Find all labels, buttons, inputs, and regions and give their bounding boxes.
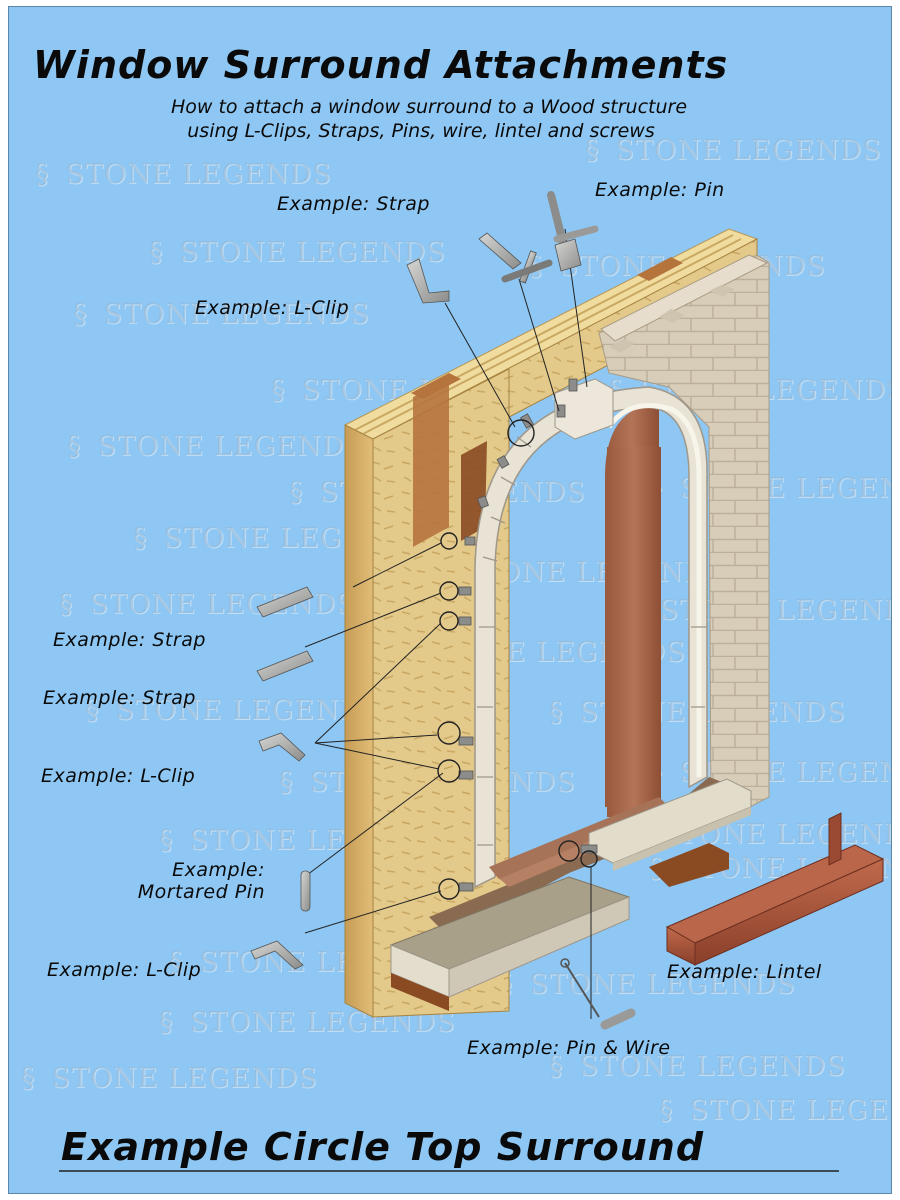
subtitle-line-1: How to attach a window surround to a Woo… bbox=[170, 96, 688, 118]
label-lclip-mid: Example: L-Clip bbox=[41, 765, 196, 787]
label-strap-top: Example: Strap bbox=[277, 193, 430, 215]
footer-title: Example Circle Top Surround bbox=[61, 1125, 705, 1169]
watermark-text: § STONE LEGENDS bbox=[73, 299, 370, 330]
poster-canvas: § STONE LEGENDS § STONE LEGENDS § STONE … bbox=[8, 6, 892, 1194]
lintel-angle bbox=[665, 812, 885, 966]
watermark-text: § STONE LEGENDS bbox=[659, 1095, 891, 1126]
subtitle-line-2: using L-Clips, Straps, Pins, wire, linte… bbox=[187, 120, 655, 142]
label-lintel: Example: Lintel bbox=[667, 961, 822, 983]
watermark-text: § STONE LEGENDS bbox=[67, 431, 364, 462]
watermark-text: § STONE LEGENDS bbox=[85, 695, 382, 726]
watermark-text: § STONE LEGENDS bbox=[35, 159, 332, 190]
watermark-text: § STONE LEGENDS bbox=[585, 135, 882, 166]
label-strap-lower: Example: Strap bbox=[43, 687, 196, 709]
watermark-text: § STONE LEGENDS bbox=[549, 1051, 846, 1082]
label-strap-mid: Example: Strap bbox=[53, 629, 206, 651]
label-mortared-pin-line-1: Example: bbox=[172, 859, 265, 881]
window-surround-illustration bbox=[59, 191, 885, 1172]
page-title: Window Surround Attachments bbox=[33, 43, 729, 87]
hardware-strap-top bbox=[478, 232, 553, 284]
watermark-text: § STONE LEGENDS bbox=[21, 1063, 318, 1094]
label-mortared-pin: Example: Mortared Pin bbox=[89, 859, 265, 903]
label-pin-top: Example: Pin bbox=[595, 179, 725, 201]
label-mortared-pin-line-2: Mortared Pin bbox=[137, 881, 265, 903]
watermark-text: § STONE LEGENDS bbox=[499, 969, 796, 1000]
label-lclip-top: Example: L-Clip bbox=[195, 297, 350, 319]
label-pin-wire: Example: Pin & Wire bbox=[467, 1037, 671, 1059]
label-lclip-bottom: Example: L-Clip bbox=[47, 959, 202, 981]
watermark-text: § STONE LEGENDS bbox=[149, 237, 446, 268]
